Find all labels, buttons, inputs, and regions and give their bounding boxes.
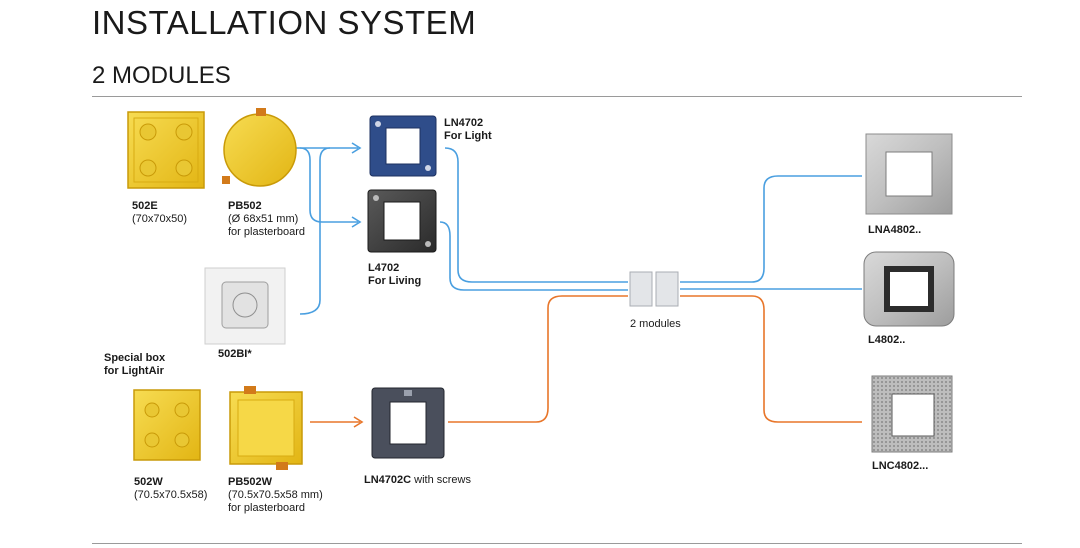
box-502e-image xyxy=(127,111,205,189)
label-pb502w-desc2: for plasterboard xyxy=(228,502,306,514)
top-divider xyxy=(92,96,1022,97)
plate-lna4802-image xyxy=(865,133,953,215)
arrow-heads xyxy=(351,142,364,428)
label-lnc4802: LNC4802... xyxy=(872,460,929,472)
label-special-line2: for LightAir xyxy=(104,365,164,377)
section-subtitle: 2 MODULES xyxy=(92,62,231,89)
modules-image xyxy=(629,271,679,307)
box-502w-image xyxy=(133,389,201,461)
label-ln4702: LN4702 For Light xyxy=(444,117,492,143)
label-ln4702c: LN4702C with screws xyxy=(364,474,471,487)
label-pb502w: PB502W (70.5x70.5x58 mm) for plasterboar… xyxy=(228,476,323,515)
label-pb502-code: PB502 xyxy=(228,200,262,212)
label-modules: 2 modules xyxy=(630,318,681,330)
label-special-line1: Special box xyxy=(104,352,166,364)
page-title: INSTALLATION SYSTEM xyxy=(92,4,477,41)
box-pb502-image xyxy=(222,108,297,187)
label-pb502w-code: PB502W xyxy=(228,476,273,488)
label-ln4702-code: LN4702 xyxy=(444,117,484,129)
label-502bi: 502BI* xyxy=(218,348,252,361)
label-ln4702c-desc: with screws xyxy=(414,474,471,486)
label-ln4702-desc: For Light xyxy=(444,130,492,142)
label-l4702-desc: For Living xyxy=(368,275,422,287)
plate-l4802-image xyxy=(863,251,955,327)
plate-lnc4802-image xyxy=(871,375,953,453)
support-ln4702c-image xyxy=(371,387,445,459)
label-ln4702c-code: LN4702C xyxy=(364,474,412,486)
label-502bi-code: 502BI* xyxy=(218,348,252,360)
label-l4702-code: L4702 xyxy=(368,262,400,274)
label-502w: 502W (70.5x70.5x58) xyxy=(134,476,207,502)
orange-connection-lines xyxy=(310,295,862,423)
box-pb502w-image xyxy=(229,386,303,470)
label-502w-code: 502W xyxy=(134,476,163,488)
support-l4702-image xyxy=(367,189,437,253)
label-pb502: PB502 (Ø 68x51 mm) for plasterboard xyxy=(228,200,305,239)
label-pb502-desc1: (Ø 68x51 mm) xyxy=(228,213,299,225)
blue-connection-lines xyxy=(268,147,862,315)
label-502w-desc: (70.5x70.5x58) xyxy=(134,489,208,501)
label-502e: 502E (70x70x50) xyxy=(132,200,187,226)
label-502e-code: 502E xyxy=(132,200,158,212)
box-502bi-image xyxy=(204,267,286,345)
label-502e-desc: (70x70x50) xyxy=(132,213,188,225)
label-l4802: L4802.. xyxy=(868,334,906,346)
label-l4702: L4702 For Living xyxy=(368,262,421,288)
support-ln4702-image xyxy=(369,115,437,177)
label-lna4802: LNA4802.. xyxy=(868,224,922,236)
label-special-box: Special box for LightAir xyxy=(104,352,165,378)
label-pb502w-desc1: (70.5x70.5x58 mm) xyxy=(228,489,323,501)
label-pb502-desc2: for plasterboard xyxy=(228,226,306,238)
bottom-divider xyxy=(92,543,1022,544)
